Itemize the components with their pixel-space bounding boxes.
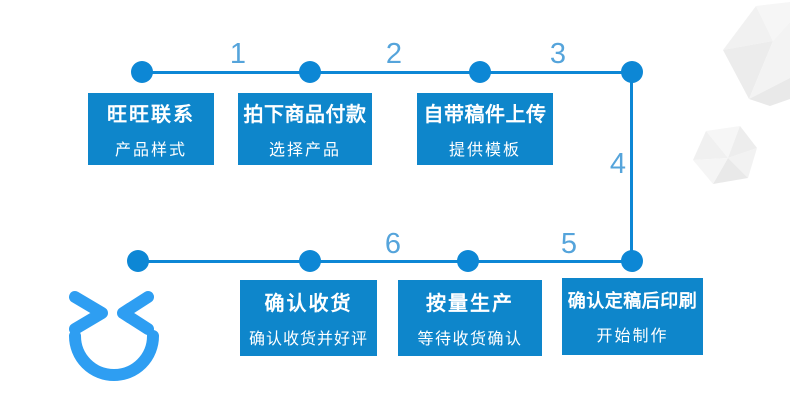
step-box-wangwang-contact: 旺旺联系 产品样式	[88, 93, 214, 165]
step-title: 旺旺联系	[107, 104, 195, 126]
smiley-left-eye	[69, 291, 108, 335]
step-subtitle: 选择产品	[268, 142, 341, 159]
step-number-1: 1	[229, 38, 247, 70]
large-gray-polyhedron-icon	[723, 2, 790, 106]
connector-dot-top-2	[299, 61, 321, 83]
connector-dot-bottom-3	[457, 250, 479, 272]
step-subtitle: 开始制作	[596, 328, 669, 345]
step-number-6: 6	[384, 228, 402, 260]
step-box-confirm-receipt: 确认收货 确认收货并好评	[240, 280, 377, 356]
small-gray-polyhedron-icon	[693, 126, 757, 184]
step-title: 拍下商品付款	[243, 104, 367, 126]
connector-dot-bottom-1	[127, 250, 149, 272]
connector-dot-bottom-2	[299, 250, 321, 272]
connector-dot-top-1	[131, 61, 153, 83]
step-number-5: 5	[560, 228, 578, 260]
step-title: 按量生产	[426, 293, 514, 315]
step-box-purchase-pay: 拍下商品付款 选择产品	[238, 93, 372, 165]
step-title: 自带稿件上传	[423, 104, 547, 126]
connector-dot-top-4	[621, 61, 643, 83]
connector-line-bottom	[138, 260, 633, 263]
step-number-2: 2	[385, 38, 403, 70]
step-subtitle: 确认收货并好评	[248, 331, 368, 348]
step-box-production: 按量生产 等待收货确认	[398, 280, 542, 356]
step-subtitle: 提供模板	[448, 142, 521, 159]
step-title: 确认定稿后印刷	[567, 291, 698, 311]
step-box-upload-draft: 自带稿件上传 提供模板	[417, 93, 553, 165]
step-number-3: 3	[549, 38, 567, 70]
smiley-right-eye	[117, 291, 154, 335]
smiley-mouth	[69, 330, 159, 381]
connector-dot-top-3	[469, 61, 491, 83]
connector-line-right	[630, 72, 633, 263]
step-subtitle: 产品样式	[114, 142, 187, 159]
step-number-4: 4	[609, 148, 626, 180]
step-subtitle: 等待收货确认	[417, 331, 523, 348]
step-title: 确认收货	[264, 293, 353, 315]
connector-dot-bottom-4	[621, 250, 643, 272]
step-box-final-print: 确认定稿后印刷 开始制作	[562, 278, 703, 355]
smiley-logo-icon	[69, 291, 159, 381]
connector-line-top	[142, 71, 633, 74]
